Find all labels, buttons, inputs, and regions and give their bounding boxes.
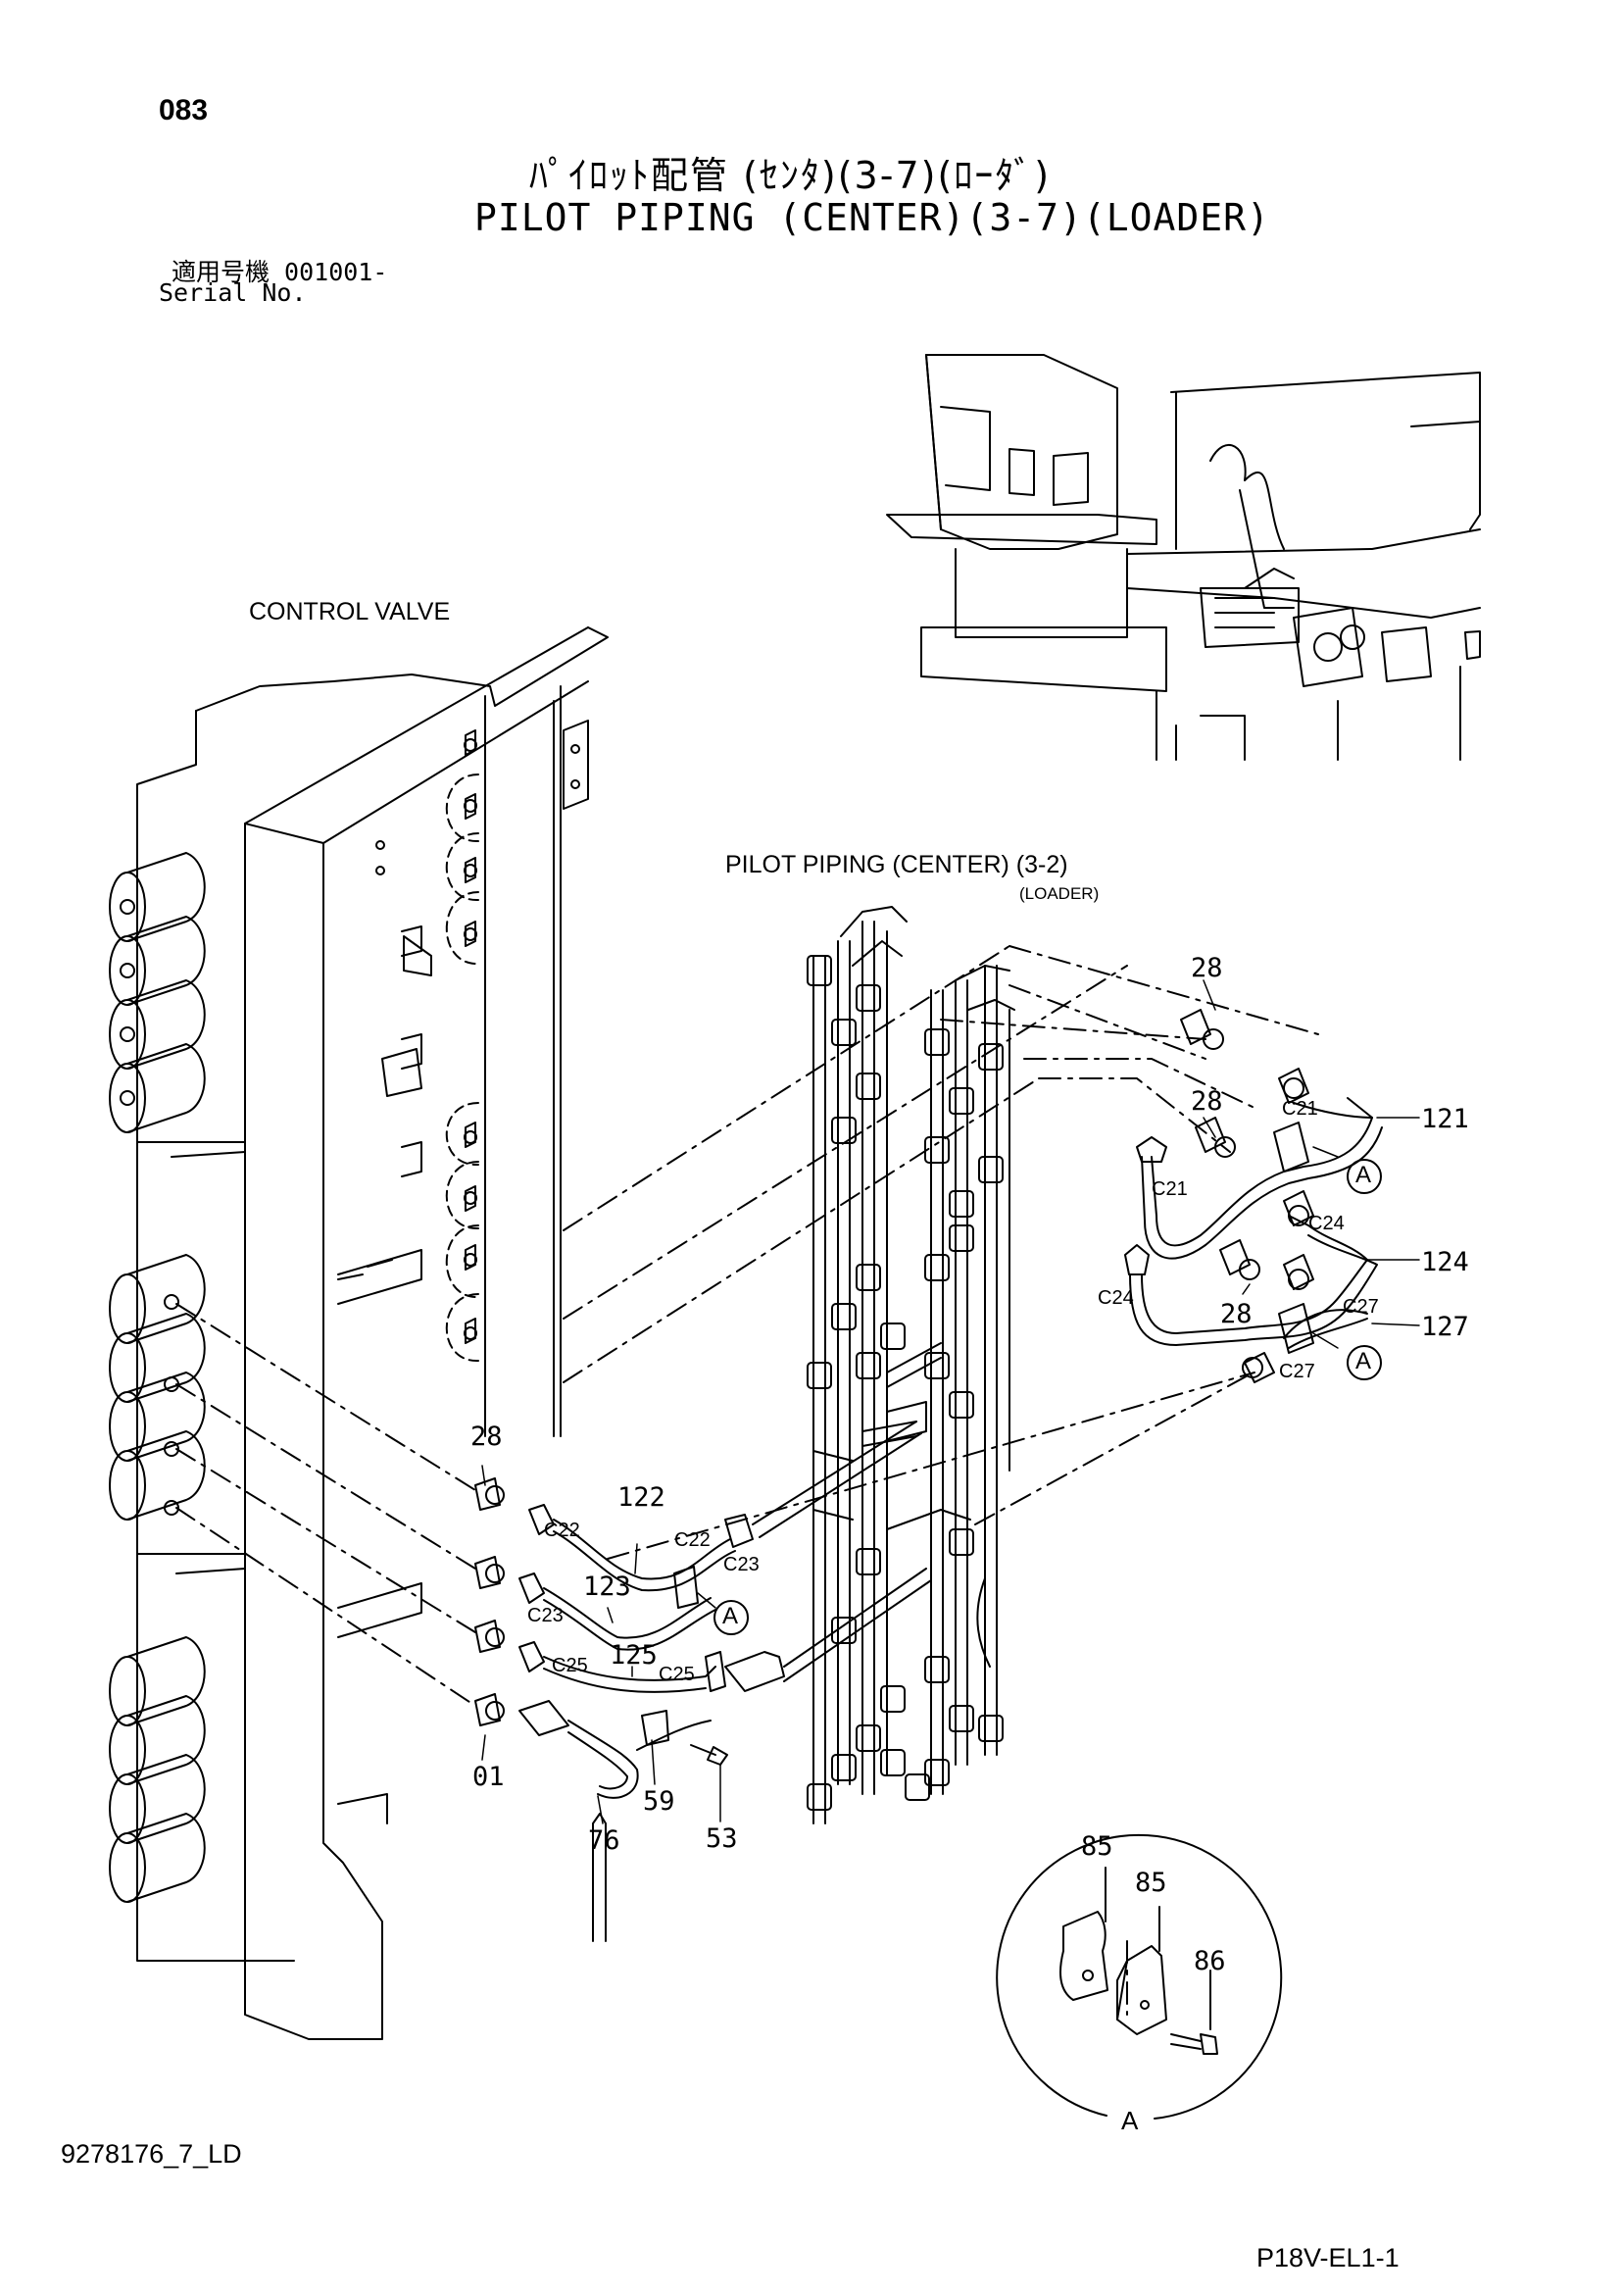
- part-number-122: 122: [617, 1482, 665, 1513]
- pipe-124: [1125, 1216, 1377, 1345]
- page-code: P18V-EL1-1: [1256, 2243, 1400, 2272]
- clamps-right: [1274, 1123, 1313, 1353]
- connector-code: C24: [1098, 1287, 1134, 1309]
- part-number-28: 28: [470, 1422, 503, 1452]
- page-number: 083: [159, 94, 209, 126]
- part-number-125: 125: [610, 1640, 658, 1671]
- pipe-76: [519, 1701, 711, 1798]
- connector-code: C22: [544, 1520, 580, 1541]
- part-number-28: 28: [1191, 953, 1223, 983]
- connector-code: C21: [1152, 1178, 1188, 1200]
- part-number-85: 85: [1081, 1831, 1113, 1862]
- bundle-fittings: [808, 956, 1003, 1810]
- connector-code: C23: [527, 1605, 564, 1626]
- pipe-127: [1284, 1310, 1367, 1348]
- spool-caps-upper: [110, 853, 205, 1132]
- pipe-123: [519, 1573, 715, 1650]
- valve-ports-column: [465, 730, 476, 1343]
- reference-piping-subtitle: (LOADER): [1019, 884, 1100, 903]
- connector-code: C22: [674, 1529, 711, 1551]
- connector-code: C27: [1343, 1296, 1379, 1318]
- connector-code: C21: [1282, 1098, 1318, 1120]
- callout-circles: [714, 1160, 1381, 1634]
- fittings-28-left: [475, 1478, 504, 1725]
- part-number-53: 53: [706, 1823, 738, 1854]
- part-number-85: 85: [1135, 1868, 1167, 1898]
- machine-overview: [887, 355, 1480, 760]
- part-number-86: 86: [1194, 1946, 1226, 1976]
- reference-dash-lines: [176, 946, 1318, 2015]
- part-number-123: 123: [583, 1572, 631, 1602]
- control-valve-label: CONTROL VALVE: [249, 598, 451, 625]
- part-number-124: 124: [1421, 1247, 1469, 1277]
- leader-lines: [482, 980, 1419, 1823]
- detail-view-a: [997, 1835, 1281, 2119]
- title-english: PILOT PIPING (CENTER)(3-7)(LOADER): [474, 196, 1270, 239]
- reference-piping-bundle: [808, 907, 1014, 1823]
- callout-a: A: [722, 1603, 739, 1629]
- spool-caps-middle: [110, 1255, 205, 1520]
- clamp-a-left: [674, 1567, 698, 1608]
- control-valve: [110, 627, 608, 2039]
- part-number-76: 76: [588, 1825, 620, 1856]
- part-number-28: 28: [1220, 1299, 1253, 1329]
- connector-code: C27: [1279, 1361, 1315, 1382]
- reference-piping-title: PILOT PIPING (CENTER) (3-2): [725, 851, 1068, 878]
- connector-code: C25: [552, 1655, 588, 1676]
- spool-caps-lower: [110, 1637, 205, 1902]
- bolt-53: [691, 1745, 727, 1765]
- serial-label-japanese: 適用号機 001001-: [172, 258, 388, 286]
- part-number-121: 121: [1421, 1104, 1469, 1134]
- connector-code: C23: [723, 1554, 760, 1575]
- serial-label-english: Serial No.: [159, 278, 307, 307]
- fittings-28-right: [1181, 1010, 1313, 1382]
- part-number-28: 28: [1191, 1086, 1223, 1117]
- connector-code: C25: [659, 1664, 695, 1685]
- part-number-127: 127: [1421, 1312, 1469, 1342]
- title-japanese: ﾊﾟｲﾛｯﾄ配管 (ｾﾝﾀ)(3-7)(ﾛｰﾀﾞ): [529, 154, 1052, 197]
- clamp-59: [642, 1711, 668, 1745]
- detail-view-label: A: [1121, 2106, 1139, 2135]
- part-number-01: 01: [472, 1762, 505, 1792]
- part-number-59: 59: [643, 1786, 675, 1817]
- pipe-122: [529, 1422, 921, 1590]
- callout-a: A: [1355, 1348, 1372, 1374]
- callout-a: A: [1355, 1162, 1372, 1188]
- connector-code: C24: [1308, 1213, 1345, 1234]
- drawing-id: 9278176_7_LD: [61, 2139, 242, 2169]
- pipe-125: [519, 1569, 931, 1692]
